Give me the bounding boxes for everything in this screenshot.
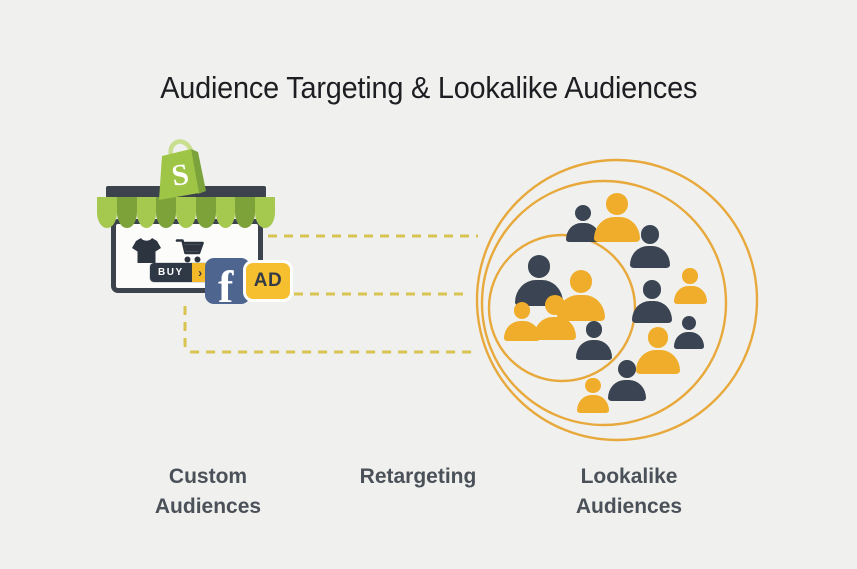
person-icon-dark [630,225,670,269]
person-torso [630,245,670,269]
storefront-products [130,236,206,265]
person-head [527,255,551,278]
page-title-text: Audience Targeting & Lookalike Audiences [160,70,697,105]
person-head [585,378,601,394]
facebook-logo: f [205,258,250,304]
cart-icon [175,239,204,263]
shopify-logo: S [159,139,206,200]
ad-badge: AD [243,260,293,302]
shopify-bag-handle [168,139,195,159]
person-torso [577,395,609,413]
person-head [569,270,593,293]
person-torso [674,332,704,349]
person-torso [504,320,540,342]
person-head [545,295,565,315]
person-head [606,193,628,215]
buy-button[interactable]: BUY › [150,263,209,282]
person-icon-yellow [673,268,707,304]
person-head [642,280,662,299]
shopify-letter: S [169,158,191,193]
label-custom-audiences: Custom Audiences [154,465,262,518]
person-head [585,321,603,338]
shopify-bag-side [191,149,206,194]
person-torso [576,339,612,361]
person-head [513,302,531,319]
shopify-bag-front [159,149,199,200]
person-head [575,205,591,221]
label-lookalike-audiences: Lookalike Audiences [575,465,683,518]
person-icon-dark [576,321,612,361]
person-torso [557,294,605,322]
person-torso [534,316,576,341]
facebook-letter: f [218,261,234,304]
person-icon-dark [608,360,646,402]
person-head [647,327,669,348]
page-title: Audience Targeting & Lookalike Audiences [0,70,857,106]
person-icon-dark [674,316,704,349]
storefront-awning [97,197,276,228]
person-torso [673,285,707,304]
person-icon-dark [632,280,672,324]
person-icon-yellow [504,302,540,342]
person-head [640,225,660,244]
person-icon-yellow [534,295,576,341]
buy-button-label: BUY [150,263,192,282]
buy-arrow-icon: › [191,263,209,282]
person-torso [636,349,680,375]
person-icon-yellow [577,378,609,413]
person-icon-yellow [636,327,680,375]
label-retargeting: Retargeting [359,465,477,488]
person-head [681,316,697,331]
person-icon-dark [566,205,600,242]
person-icon-dark [515,255,563,307]
person-head [682,268,698,284]
person-head [618,360,636,378]
person-torso [632,300,672,324]
ad-badge-label: AD [253,270,283,291]
person-torso [594,216,640,243]
tshirt-icon [132,238,161,263]
storefront-window: BUY › [111,219,263,293]
person-torso [566,222,600,242]
person-icon-yellow [557,270,605,322]
person-icon-yellow [594,193,640,243]
person-torso [608,379,646,402]
